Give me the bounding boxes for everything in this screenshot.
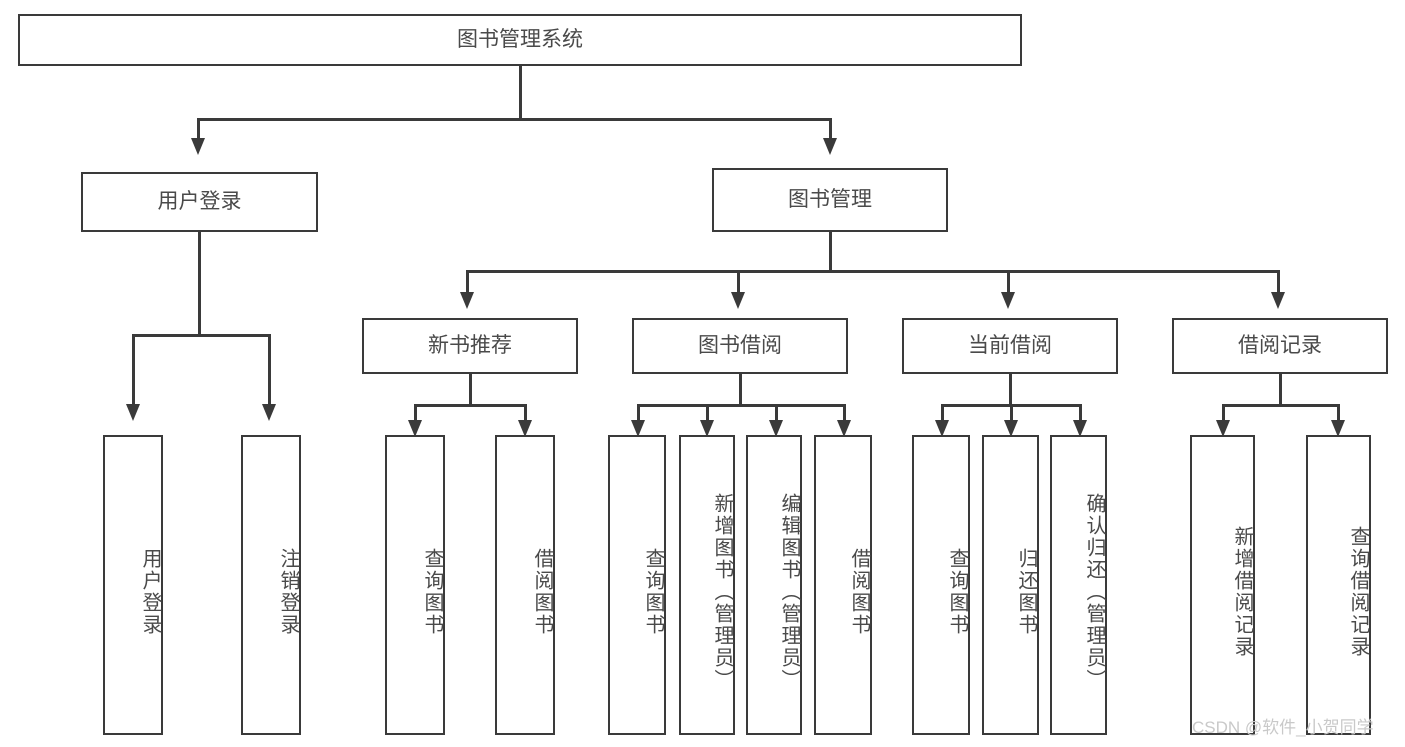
node-label: 用户登录 — [139, 548, 161, 636]
connector-drop-bb-leaf-3 — [775, 404, 778, 422]
node-label: 注销登录 — [277, 548, 299, 636]
arrowhead-cb-leaf-3 — [1073, 420, 1087, 437]
connector-drop-br-leaf-2 — [1337, 404, 1340, 422]
leaf-borrow-book-bb[interactable]: 借阅图书 — [814, 435, 872, 735]
leaf-edit-book-admin[interactable]: 编辑图书（管理员） — [746, 435, 802, 735]
connector-drop-new-book-recommend — [466, 270, 469, 294]
leaf-query-book-nbr[interactable]: 查询图书 — [385, 435, 445, 735]
arrowhead-new-book-recommend — [460, 292, 474, 309]
connector-drop-nbr-leaf-2 — [524, 404, 527, 422]
connector-new-book-recommend-bus — [414, 404, 526, 407]
node-label: 查询借阅记录 — [1347, 526, 1369, 658]
leaf-logout[interactable]: 注销登录 — [241, 435, 301, 735]
connector-book-management-stem — [829, 232, 832, 272]
node-label: 图书管理 — [788, 187, 872, 211]
node-label: 查询图书 — [946, 548, 968, 636]
connector-book-borrow-stem — [739, 374, 742, 406]
node-label: 新增图书（管理员） — [711, 493, 733, 691]
arrowhead-leaf-user-login — [126, 404, 140, 421]
connector-drop-user-login — [197, 118, 200, 140]
leaf-query-book-cb[interactable]: 查询图书 — [912, 435, 970, 735]
leaf-confirm-return-admin[interactable]: 确认归还（管理员） — [1050, 435, 1107, 735]
arrowhead-cb-leaf-2 — [1004, 420, 1018, 437]
arrowhead-leaf-logout — [262, 404, 276, 421]
node-user-login[interactable]: 用户登录 — [81, 172, 318, 232]
arrowhead-bb-leaf-2 — [700, 420, 714, 437]
node-label: 图书借阅 — [698, 333, 782, 357]
connector-drop-nbr-leaf-1 — [414, 404, 417, 422]
node-label: 借阅图书 — [531, 548, 553, 636]
connector-drop-bb-leaf-2 — [706, 404, 709, 422]
arrowhead-nbr-leaf-1 — [408, 420, 422, 437]
arrowhead-br-leaf-2 — [1331, 420, 1345, 437]
node-book-borrow[interactable]: 图书借阅 — [632, 318, 848, 374]
arrowhead-borrow-record — [1271, 292, 1285, 309]
node-label: 借阅图书 — [848, 548, 870, 636]
node-label: 图书管理系统 — [457, 27, 583, 51]
connector-level1-bus — [197, 118, 831, 121]
connector-current-borrow-stem — [1009, 374, 1012, 406]
node-book-management[interactable]: 图书管理 — [712, 168, 948, 232]
arrowhead-book-borrow — [731, 292, 745, 309]
connector-drop-bb-leaf-1 — [637, 404, 640, 422]
connector-drop-book-borrow — [737, 270, 740, 294]
leaf-borrow-book-nbr[interactable]: 借阅图书 — [495, 435, 555, 735]
arrowhead-current-borrow — [1001, 292, 1015, 309]
leaf-add-book-admin[interactable]: 新增图书（管理员） — [679, 435, 735, 735]
node-label: 编辑图书（管理员） — [778, 493, 800, 691]
connector-new-book-recommend-stem — [469, 374, 472, 406]
connector-drop-leaf-user-login — [132, 334, 135, 406]
connector-user-login-stem — [198, 232, 201, 336]
node-label: 归还图书 — [1015, 548, 1037, 636]
arrowhead-cb-leaf-1 — [935, 420, 949, 437]
leaf-query-book-bb[interactable]: 查询图书 — [608, 435, 666, 735]
node-new-book-recommend[interactable]: 新书推荐 — [362, 318, 578, 374]
connector-drop-cb-leaf-2 — [1010, 404, 1013, 422]
node-label: 用户登录 — [157, 189, 242, 213]
connector-borrow-record-bus — [1222, 404, 1339, 407]
node-label: 新书推荐 — [428, 333, 512, 357]
connector-borrow-record-stem — [1279, 374, 1282, 406]
node-current-borrow[interactable]: 当前借阅 — [902, 318, 1118, 374]
connector-drop-borrow-record — [1277, 270, 1280, 294]
connector-drop-leaf-logout — [268, 334, 271, 406]
connector-drop-br-leaf-1 — [1222, 404, 1225, 422]
node-root-book-management-system[interactable]: 图书管理系统 — [18, 14, 1022, 66]
node-label: 查询图书 — [421, 548, 443, 636]
leaf-return-book[interactable]: 归还图书 — [982, 435, 1039, 735]
node-label: 新增借阅记录 — [1231, 526, 1253, 658]
connector-drop-current-borrow — [1007, 270, 1010, 294]
connector-book-borrow-bus — [637, 404, 845, 407]
leaf-query-borrow-record[interactable]: 查询借阅记录 — [1306, 435, 1371, 735]
connector-drop-cb-leaf-1 — [941, 404, 944, 422]
node-label: 查询图书 — [642, 548, 664, 636]
connector-drop-cb-leaf-3 — [1079, 404, 1082, 422]
arrowhead-nbr-leaf-2 — [518, 420, 532, 437]
arrowhead-bb-leaf-1 — [631, 420, 645, 437]
connector-level2-bus — [466, 270, 1280, 273]
leaf-add-borrow-record[interactable]: 新增借阅记录 — [1190, 435, 1255, 735]
node-label: 借阅记录 — [1238, 333, 1322, 357]
connector-drop-bb-leaf-4 — [843, 404, 846, 422]
node-label: 当前借阅 — [968, 333, 1052, 357]
arrowhead-bb-leaf-4 — [837, 420, 851, 437]
arrowhead-book-management — [823, 138, 837, 155]
connector-root-stem — [519, 66, 522, 119]
node-borrow-record[interactable]: 借阅记录 — [1172, 318, 1388, 374]
connector-user-login-bus — [132, 334, 270, 337]
leaf-user-login[interactable]: 用户登录 — [103, 435, 163, 735]
arrowhead-bb-leaf-3 — [769, 420, 783, 437]
arrowhead-br-leaf-1 — [1216, 420, 1230, 437]
arrowhead-user-login — [191, 138, 205, 155]
node-label: 确认归还（管理员） — [1083, 493, 1105, 691]
connector-drop-book-management — [829, 118, 832, 140]
